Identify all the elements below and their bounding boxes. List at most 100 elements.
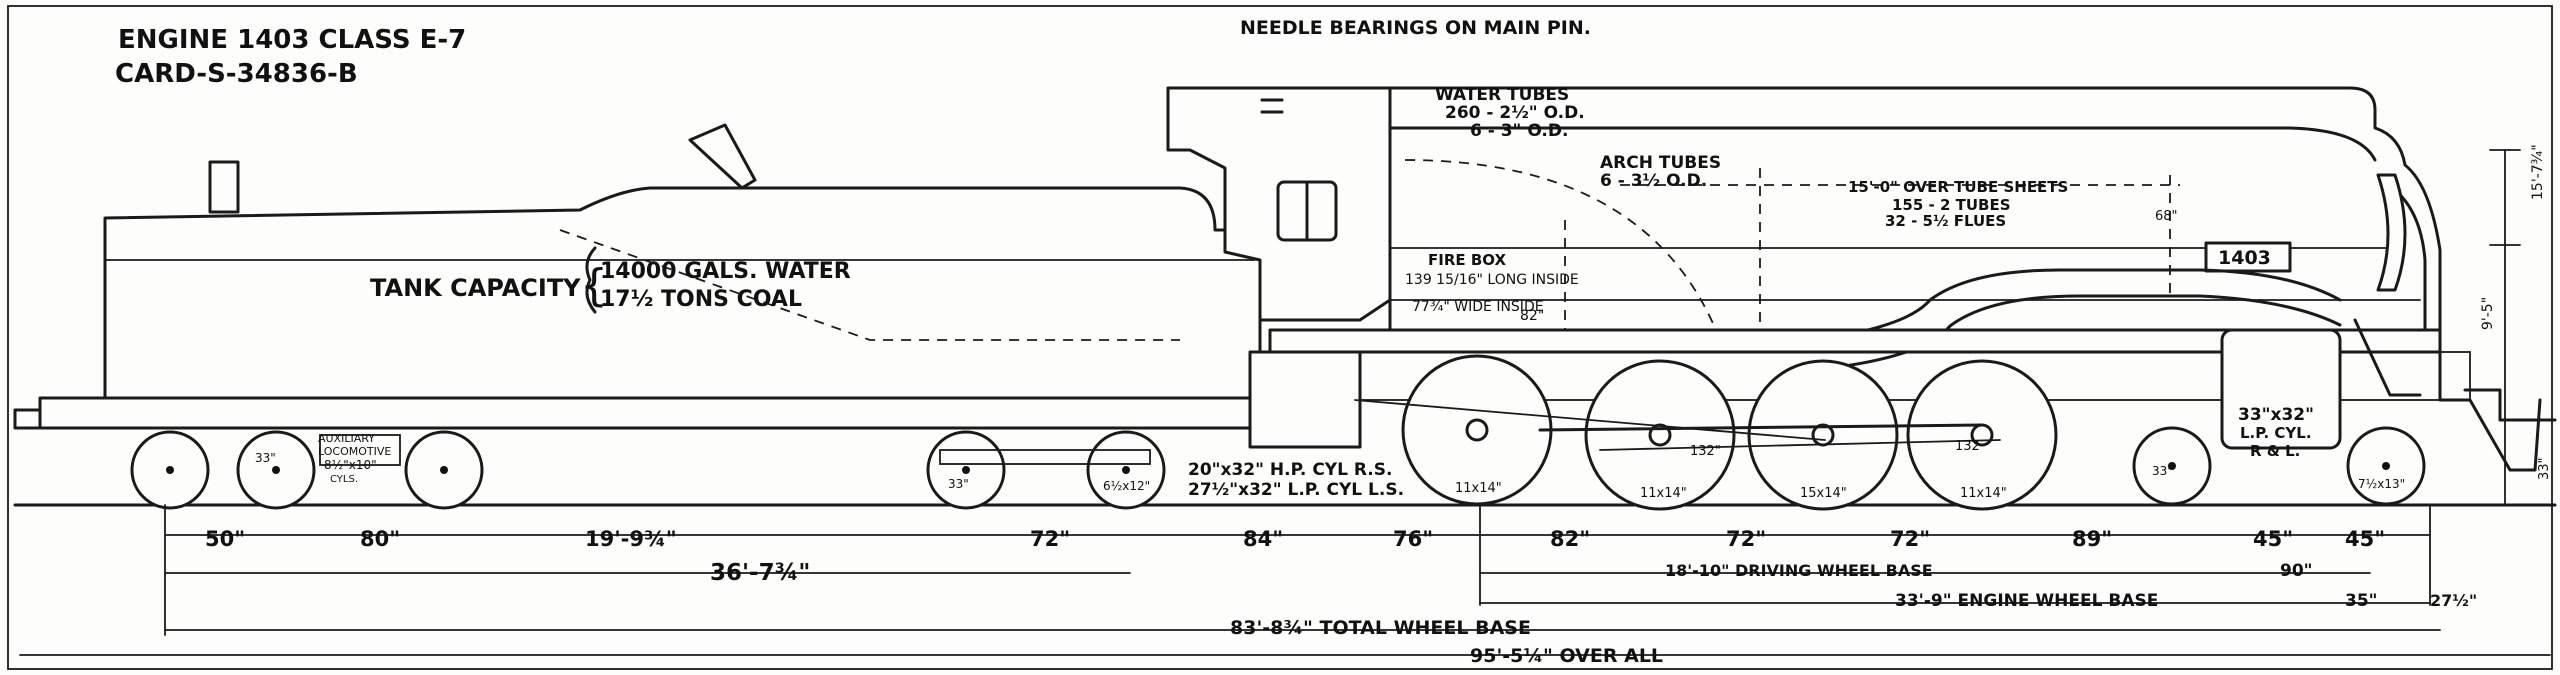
tender-wheel-hub [440,466,448,474]
wheel-label: 11x14" [1960,486,2007,501]
spacing-label: 82" [1550,527,1590,551]
dim-68: 68" [2155,209,2178,224]
aux-loco-label: CYLS. [330,474,358,485]
labels: ENGINE 1403 CLASS E-7 CARD-S-34836-B NEE… [115,17,2552,667]
height-15: 15'-7¾" [2530,144,2546,200]
tender-wheel-base: 36'-7¾" [710,560,810,586]
main-rod [1354,399,1826,441]
tender-brace [585,246,597,314]
wheel-label: 11x14" [1640,486,1687,501]
boiler-top-line [1388,126,2377,162]
driving-wheel-hub [1465,418,1489,442]
driving-wheel-hub [1648,423,1672,447]
tender-wheel-dia: 6½x12" [1103,479,1150,493]
engine-wheel-base: 33'-9" ENGINE WHEEL BASE [1895,591,2158,611]
engine-wheels [1354,354,2426,511]
smokebox-door [2376,173,2407,292]
dim-35: 35" [2345,591,2378,611]
spacing-label: 72" [1030,527,1070,551]
spacing-label: 45" [2253,527,2293,551]
firebox-label: 139 15/16" LONG INSIDE [1405,272,1579,288]
connecting-rod [1599,439,2001,451]
firebox-label: 77¾" WIDE INSIDE [1412,299,1544,315]
water-tubes-label: 260 - 2½" O.D. [1445,103,1585,123]
dim-90: 90" [2280,561,2313,581]
tender-truck-frame [939,449,1151,465]
wheel-label: 132" [1690,444,1721,459]
firebox-label: FIRE BOX [1428,251,1506,269]
sheet-border [7,5,2553,670]
tender-frame [38,396,1272,430]
tender-wheel-hub [166,466,174,474]
cab [1166,86,1392,322]
number-plate: 1403 [2218,247,2271,269]
spacing-label: 89" [2072,527,2112,551]
wheel-label: 15x14" [1800,486,1847,501]
aux-loco-label: 8½"x10" [324,458,377,472]
water-tubes-label: WATER TUBES [1435,85,1569,105]
firebox-dim: 82" [1520,308,1544,324]
total-wheel-base: 83'-8¾" TOTAL WHEEL BASE [1230,617,1531,639]
over-all: 95'-5¼" OVER ALL [1470,645,1663,667]
spacing-label: 19'-9¾" [585,527,677,551]
arch-tubes-label: ARCH TUBES [1600,153,1721,173]
tender-slope-dash [559,229,1180,341]
wheel-label: 7½x13" [2358,477,2405,491]
spacing-label: 72" [1890,527,1930,551]
driving-wheel [1747,359,1899,511]
arch-tubes-label: 6 - 3½ O.D. [1600,171,1707,191]
tender-tank [103,186,1262,400]
tender-filler [208,160,240,214]
lp-cylinder [2220,328,2342,450]
wheel-label: 33" [2152,464,2173,478]
lead-truck-hub [2168,462,2176,470]
tender-wheels [130,430,1166,510]
driving-wheel [1906,359,2058,511]
driving-wheel [1584,359,1736,511]
tender-coupler [13,408,42,430]
flues-label: 32 - 5½ FLUES [1885,212,2006,230]
hp-cylinder-label: 20"x32" H.P. CYL R.S. [1188,460,1392,480]
spacing-label: 50" [205,527,245,551]
top-note: NEEDLE BEARINGS ON MAIN PIN. [1240,17,1591,39]
tender-water-spout [688,123,757,190]
lp-cylinder-label: 33"x32" [2238,405,2314,425]
firebox-dash [1404,159,1721,341]
tender-wheel-dia: 33" [255,451,276,465]
wheel-label: 11x14" [1455,481,1502,496]
aux-loco-label: LOCOMOTIVE [318,445,391,458]
lp-cylinder-label: L.P. CYL. [2240,424,2312,442]
skirting-curve-lower [1788,294,2342,374]
tubes-label: 155 - 2 TUBES [1892,196,2011,214]
side-rod [1538,423,1984,432]
title-line-1: ENGINE 1403 CLASS E-7 [118,25,466,55]
number-plate-box [2204,241,2292,273]
tender-wheel-hub [962,466,970,474]
aux-loco-label: AUXILIARY [318,432,375,445]
hp-cylinder [1248,350,1362,449]
spacing-label: 45" [2345,527,2385,551]
boiler [1388,86,2442,374]
lp-cylinder-label: R & L. [2250,442,2300,460]
engine-frame [1248,318,2557,472]
tender-wheel-hub [1122,466,1130,474]
water-tubes-label: 6 - 3" O.D. [1470,121,1568,141]
tender-wheel-hub [272,466,280,474]
tank-brace: { [580,260,608,311]
dimension-lines [19,149,2551,656]
bell-crank [2353,318,2422,397]
coal-capacity: 17½ TONS COAL [600,287,802,312]
trailing-wheel-hub [2382,462,2390,470]
tender-wheel-dia: 33" [948,477,969,491]
pilot [2438,328,2542,472]
spacing-label: 72" [1726,527,1766,551]
height-33: 33" [2537,457,2552,480]
spacing-label: 80" [360,527,400,551]
hp-cylinder-label: 27½"x32" L.P. CYL L.S. [1188,480,1404,500]
spacing-label: 84" [1243,527,1283,551]
water-capacity: 14000 GALS. WATER [600,259,851,284]
coupler-front [2463,388,2557,422]
height-9: 9'-5" [2480,297,2496,330]
